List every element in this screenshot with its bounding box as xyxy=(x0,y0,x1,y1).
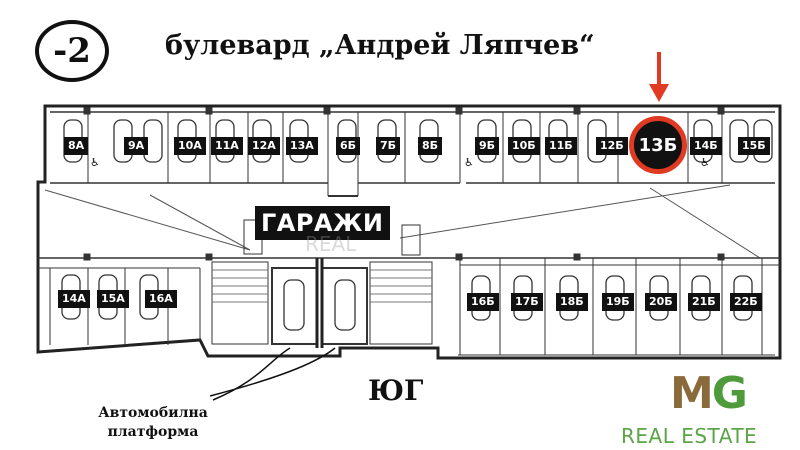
spot-label: 12Б xyxy=(596,137,628,155)
spot-label: 10Б xyxy=(508,137,540,155)
spot-label: 18Б xyxy=(556,293,588,311)
watermark: REAL xyxy=(305,232,357,256)
spot-label: 17Б xyxy=(511,293,543,311)
garages-label: ГАРАЖИ xyxy=(255,206,390,240)
spot-label: 6Б xyxy=(336,137,361,155)
logo-letter-m: M xyxy=(670,368,714,419)
accessible-icon-3: ♿ xyxy=(700,156,710,169)
spot-label: 8А xyxy=(64,137,89,155)
spot-label: 9Б xyxy=(475,137,500,155)
company-logo: MG xyxy=(670,372,748,416)
spot-label: 12А xyxy=(248,137,280,155)
accessible-icon-1: ♿ xyxy=(90,156,100,169)
orientation-label: ЮГ xyxy=(368,374,424,407)
spot-label: 11Б xyxy=(545,137,577,155)
spot-label: 21Б xyxy=(688,293,720,311)
spot-label: 8Б xyxy=(418,137,443,155)
pointer-arrow xyxy=(649,52,669,102)
spot-label: 10А xyxy=(174,137,206,155)
spot-label: 16А xyxy=(145,290,177,308)
spot-label: 14А xyxy=(58,290,90,308)
floor-badge: -2 xyxy=(35,20,109,82)
spot-label: 15А xyxy=(97,290,129,308)
highlighted-spot: 13Б xyxy=(629,116,687,174)
spot-label: 22Б xyxy=(730,293,762,311)
street-title: булевард „Андрей Ляпчев“ xyxy=(165,30,595,61)
platform-label: Автомобилна платформа xyxy=(98,405,208,440)
spot-label: 9А xyxy=(124,137,149,155)
spot-label: 20Б xyxy=(645,293,677,311)
spot-label: 15Б xyxy=(738,137,770,155)
company-name: REAL ESTATE xyxy=(621,424,758,448)
spot-label: 19Б xyxy=(602,293,634,311)
spot-label: 13А xyxy=(286,137,318,155)
logo-letter-g: G xyxy=(711,368,748,419)
spot-label: 11А xyxy=(211,137,243,155)
spot-label: 7Б xyxy=(376,137,401,155)
spot-label: 16Б xyxy=(467,293,499,311)
spot-label: 14Б xyxy=(690,137,722,155)
accessible-icon-2: ♿ xyxy=(464,156,474,169)
